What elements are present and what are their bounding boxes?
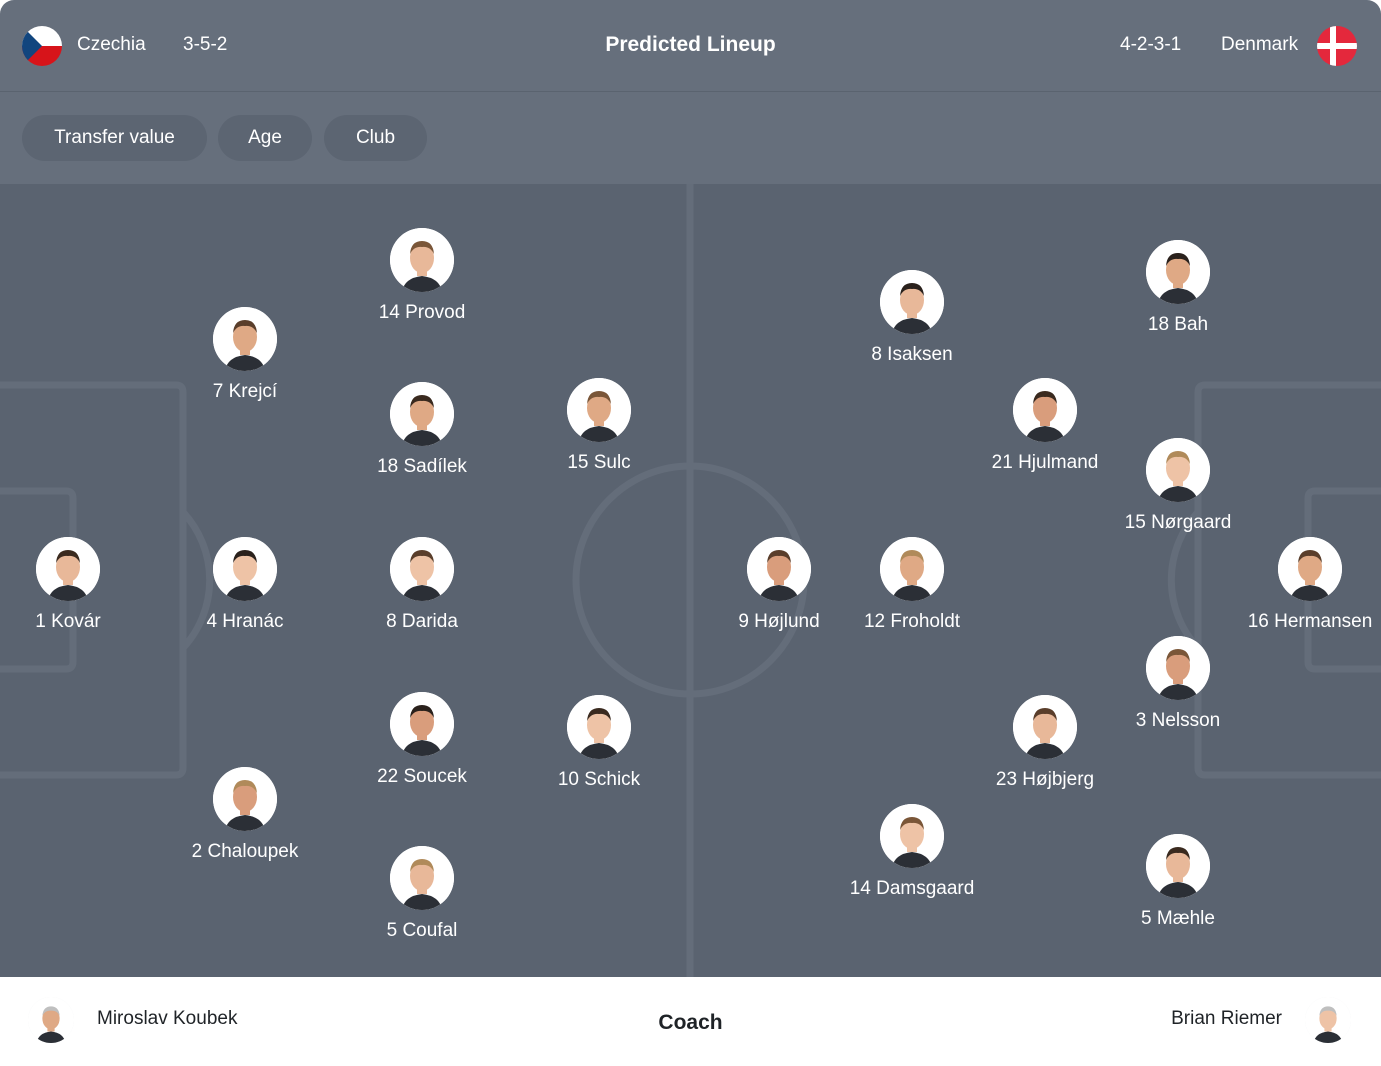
pitch: 1 Kovár 7 Krejcí 4 Hranác 2 Chaloupek 14… <box>0 184 1381 977</box>
player-card[interactable]: 8 Isaksen <box>832 270 992 367</box>
player-photo-icon <box>1013 378 1077 442</box>
player-name: 8 Isaksen <box>871 344 953 365</box>
player-card[interactable]: 16 Hermansen <box>1230 537 1381 634</box>
player-name: 5 Coufal <box>386 920 458 941</box>
player-photo-icon <box>390 846 454 910</box>
player-card[interactable]: 4 Hranác <box>165 537 325 634</box>
player-name: 22 Soucek <box>377 766 467 787</box>
home-coach-name[interactable]: Miroslav Koubek <box>97 1008 238 1029</box>
player-name: 7 Krejcí <box>212 381 278 402</box>
player-photo-icon <box>880 537 944 601</box>
player-photo-icon <box>390 228 454 292</box>
player-name: 10 Schick <box>557 769 641 790</box>
player-card[interactable]: 15 Sulc <box>519 378 679 475</box>
player-name: 3 Nelsson <box>1135 710 1221 731</box>
player-name: 16 Hermansen <box>1247 611 1373 632</box>
filter-bar: Transfer value Age Club <box>0 92 1381 184</box>
player-card[interactable]: 7 Krejcí <box>165 307 325 404</box>
player-photo-icon <box>747 537 811 601</box>
player-photo-icon <box>390 692 454 756</box>
player-name: 8 Darida <box>386 611 458 632</box>
player-card[interactable]: 15 Nørgaard <box>1098 438 1258 535</box>
player-photo-icon <box>390 537 454 601</box>
age-filter-button[interactable]: Age <box>218 115 312 161</box>
player-name: 15 Sulc <box>567 452 631 473</box>
player-name: 5 Mæhle <box>1141 908 1215 929</box>
player-card[interactable]: 14 Damsgaard <box>832 804 992 901</box>
player-name: 9 Højlund <box>738 611 820 632</box>
player-card[interactable]: 1 Kovár <box>0 537 148 634</box>
player-photo-icon <box>1013 695 1077 759</box>
player-photo-icon <box>1146 240 1210 304</box>
player-name: 18 Bah <box>1147 314 1209 335</box>
player-card[interactable]: 2 Chaloupek <box>165 767 325 864</box>
coach-row: Miroslav Koubek Coach Brian Riemer <box>0 977 1381 1066</box>
page-title: Predicted Lineup <box>605 33 776 56</box>
player-name: 21 Hjulmand <box>991 452 1099 473</box>
player-card[interactable]: 3 Nelsson <box>1098 636 1258 733</box>
player-card[interactable]: 12 Froholdt <box>832 537 992 634</box>
player-name: 12 Froholdt <box>863 611 961 632</box>
away-coach-name[interactable]: Brian Riemer <box>1171 1008 1282 1029</box>
player-name: 2 Chaloupek <box>191 841 299 862</box>
player-photo-icon <box>567 378 631 442</box>
coach-label: Coach <box>658 1011 723 1034</box>
player-name: 1 Kovár <box>35 611 101 632</box>
player-card[interactable]: 9 Højlund <box>699 537 859 634</box>
player-card[interactable]: 8 Darida <box>342 537 502 634</box>
player-photo-icon <box>213 537 277 601</box>
player-card[interactable]: 10 Schick <box>519 695 679 792</box>
player-name: 23 Højbjerg <box>995 769 1095 790</box>
player-photo-icon <box>36 537 100 601</box>
player-card[interactable]: 21 Hjulmand <box>965 378 1125 475</box>
player-photo-icon <box>1146 636 1210 700</box>
player-name: 14 Damsgaard <box>849 878 975 899</box>
player-photo-icon <box>390 382 454 446</box>
away-team-name: Denmark <box>1221 34 1299 55</box>
lineup-header: Czechia 3-5-2 Predicted Lineup 4-2-3-1 D… <box>0 0 1381 92</box>
player-card[interactable]: 22 Soucek <box>342 692 502 789</box>
player-photo-icon <box>213 307 277 371</box>
transfer-value-filter-button[interactable]: Transfer value <box>22 115 207 161</box>
denmark-flag-icon <box>1317 26 1357 66</box>
player-card[interactable]: 14 Provod <box>342 228 502 325</box>
player-card[interactable]: 5 Coufal <box>342 846 502 943</box>
player-photo-icon <box>1278 537 1342 601</box>
coach-photo-icon <box>28 997 74 1043</box>
player-card[interactable]: 5 Mæhle <box>1098 834 1258 931</box>
player-card[interactable]: 23 Højbjerg <box>965 695 1125 792</box>
player-photo-icon <box>1146 834 1210 898</box>
player-card[interactable]: 18 Bah <box>1098 240 1258 337</box>
home-team-name: Czechia <box>77 34 146 55</box>
player-photo-icon <box>1146 438 1210 502</box>
player-card[interactable]: 18 Sadílek <box>342 382 502 479</box>
home-formation: 3-5-2 <box>183 34 228 55</box>
player-name: 18 Sadílek <box>377 456 467 477</box>
player-photo-icon <box>880 804 944 868</box>
player-name: 4 Hranác <box>206 611 284 632</box>
player-photo-icon <box>213 767 277 831</box>
player-photo-icon <box>880 270 944 334</box>
player-photo-icon <box>567 695 631 759</box>
coach-photo-icon <box>1305 997 1351 1043</box>
player-name: 14 Provod <box>378 302 466 323</box>
away-formation: 4-2-3-1 <box>1120 34 1182 55</box>
club-filter-button[interactable]: Club <box>324 115 427 161</box>
czechia-flag-icon <box>22 26 62 66</box>
player-name: 15 Nørgaard <box>1124 512 1232 533</box>
